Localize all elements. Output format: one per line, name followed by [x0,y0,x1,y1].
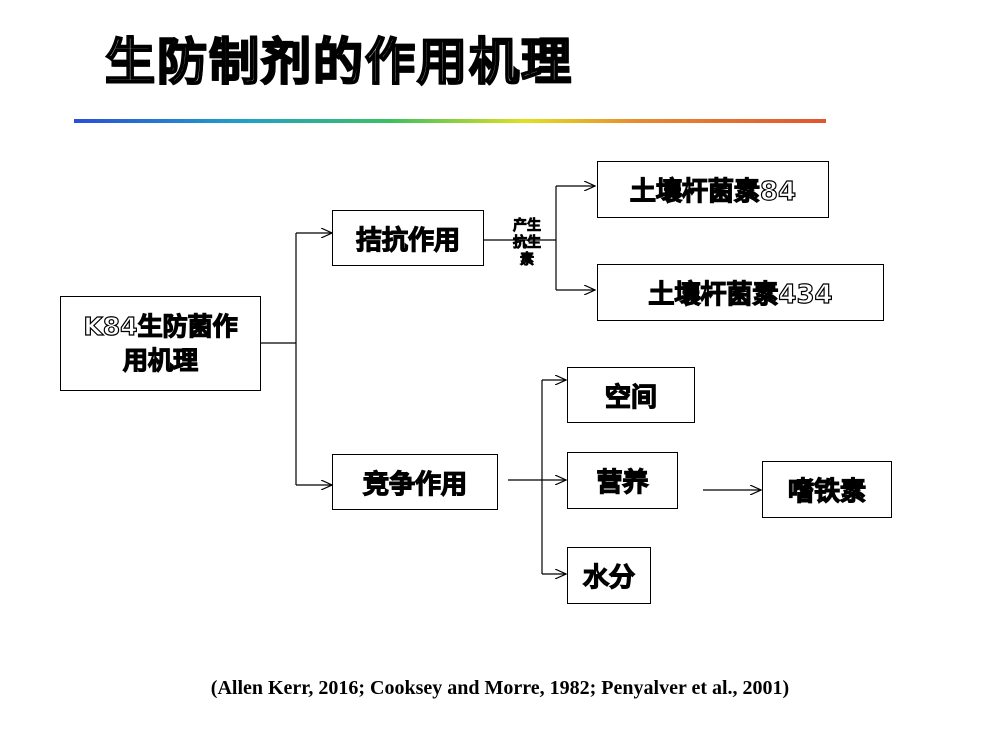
citation: (Allen Kerr, 2016; Cooksey and Morre, 19… [210,677,790,699]
slide-title: 生防制剂的作用机理 [104,32,573,92]
antagonism-node: 拮抗作用 [332,210,484,266]
agrocin434-label: 土壤杆菌素434 [648,279,833,310]
antibiotic-label: 产生抗生素 [513,218,542,269]
competition-node: 竞争作用 [332,454,498,510]
root-node: K84生防菌作用机理 [60,296,261,391]
siderophore-label: 嗜铁素 [787,476,866,507]
space-label: 空间 [604,382,657,413]
root-node-label: K84生防菌作用机理 [83,311,238,375]
space-node: 空间 [567,367,695,423]
agrocin84-node: 土壤杆菌素84 [597,161,829,218]
agrocin434-node: 土壤杆菌素434 [597,264,884,321]
agrocin84-label: 土壤杆菌素84 [629,176,797,207]
nutrition-node: 营养 [567,452,678,509]
antagonism-label: 拮抗作用 [355,225,460,256]
title-divider [74,119,826,123]
water-node: 水分 [567,547,651,604]
competition-label: 竞争作用 [362,469,467,500]
water-label: 水分 [582,562,635,593]
nutrition-label: 营养 [596,467,649,498]
siderophore-node: 嗜铁素 [762,461,892,518]
